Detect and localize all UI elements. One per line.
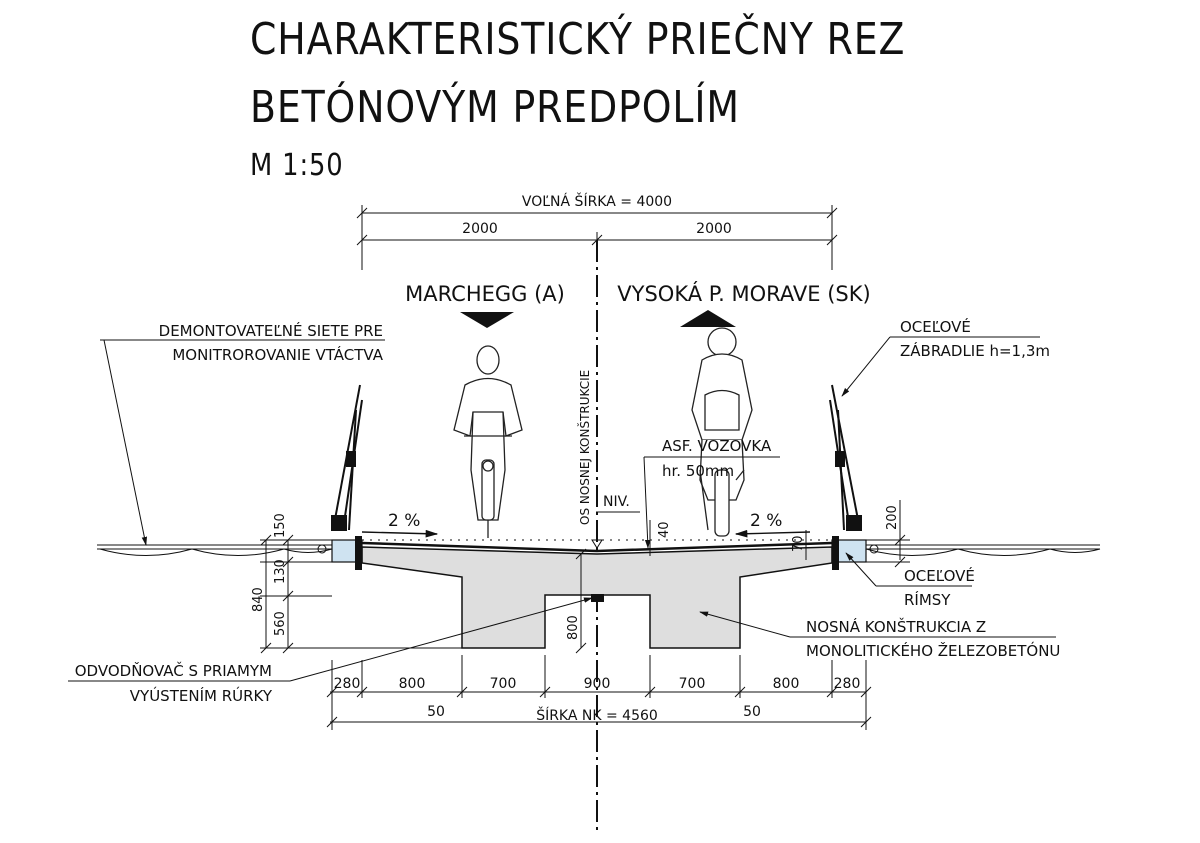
structure-label-line2: MONOLITICKÉHO ŽELEZOBETÓNU [806, 641, 1060, 660]
clear-width-dimension: VOĽNÁ ŠÍRKA = 4000 [522, 192, 672, 210]
cyclist-front-icon [453, 345, 523, 538]
drawing-title-line1: CHARAKTERISTICKÝ PRIEČNY REZ [250, 14, 906, 65]
cornice-leader-line [845, 552, 972, 587]
slope-left-arrow [361, 529, 439, 538]
steel-cornice-left [317, 536, 363, 570]
bird-monitoring-net-left [97, 544, 333, 556]
height-70-dimension: 70 [791, 535, 806, 552]
height-200-dimension: 200 [885, 505, 900, 530]
segment-280-right: 280 [834, 676, 861, 692]
structure-label-line1: NOSNÁ KONŠTRUKCIA Z [806, 617, 986, 636]
direction-right-label: VYSOKÁ P. MORAVE (SK) [617, 281, 870, 306]
deck-width-dimension: ŠÍRKA NK = 4560 [536, 706, 658, 724]
segment-800-right: 800 [773, 676, 800, 692]
height-560-dimension: 560 [273, 611, 288, 636]
cyclist-back-icon [691, 327, 753, 537]
asphalt-leader-line [643, 456, 780, 549]
bird-monitoring-net-right [865, 544, 1101, 556]
steel-railing-left [331, 384, 363, 531]
steel-cornice-right [831, 536, 879, 570]
niv-level-marker-icon [591, 539, 603, 549]
segment-700-left: 700 [490, 676, 517, 692]
direction-left-label: MARCHEGG (A) [405, 282, 565, 306]
niv-label: NIV. [603, 494, 630, 510]
segment-800-left: 800 [399, 676, 426, 692]
height-40-dimension: 40 [657, 521, 672, 538]
segment-900-center: 900 [584, 676, 611, 692]
height-800-dimension: 800 [566, 615, 581, 640]
nets-leader-line [100, 339, 385, 546]
slope-right-arrow [734, 529, 811, 538]
nets-label-line2: MONITROROVANIE VTÁCTVA [172, 345, 383, 364]
drain-label-line1: ODVODŇOVAČ S PRIAMYM [75, 661, 272, 680]
direction-down-triangle-icon [460, 312, 514, 328]
drain-leader-line [68, 597, 593, 682]
drawing-scale: M 1:50 [250, 148, 344, 183]
asphalt-label-line2: hr. 50mm [662, 462, 734, 480]
height-130-dimension: 130 [273, 559, 288, 584]
bottom-dimension-chain [326, 655, 872, 730]
slope-right-label: 2 % [750, 511, 782, 531]
drain-outlet-icon [591, 594, 604, 602]
cornice-label-line1: OCEĽOVÉ [904, 566, 975, 585]
half-width-left-dimension: 2000 [462, 221, 498, 237]
right-vertical-dimension [866, 500, 910, 568]
asphalt-label-line1: ASF. VOZOVKA [662, 437, 772, 455]
half-width-right-dimension: 2000 [696, 221, 732, 237]
railing-label-line1: OCEĽOVÉ [900, 317, 971, 336]
drain-label-line2: VYÚSTENÍM RÚRKY [130, 686, 273, 705]
railing-label-line2: ZÁBRADLIE h=1,3m [900, 341, 1050, 360]
nets-label-line1: DEMONTOVATEĽNÉ SIETE PRE [159, 321, 383, 340]
slope-left-label: 2 % [388, 511, 420, 531]
steel-railing-right [829, 384, 862, 531]
cornice-label-line2: RÍMSY [904, 590, 951, 609]
segment-280-left: 280 [334, 676, 361, 692]
structure-axis-label: OS NOSNEJ KONŠTRUKCIE [577, 370, 592, 525]
height-cornice-dimension: 150 [273, 513, 288, 538]
railing-leader-line [841, 336, 1040, 397]
segment-700-right: 700 [679, 676, 706, 692]
height-total-dimension: 840 [251, 587, 266, 612]
structure-leader-line [699, 611, 1056, 638]
overhang-left-dimension: 50 [427, 704, 445, 720]
direction-up-triangle-icon [680, 310, 736, 327]
overhang-right-dimension: 50 [743, 704, 761, 720]
drawing-title-line2: BETÓNOVÝM PREDPOLÍM [250, 82, 740, 133]
left-vertical-dimensions [260, 534, 462, 654]
